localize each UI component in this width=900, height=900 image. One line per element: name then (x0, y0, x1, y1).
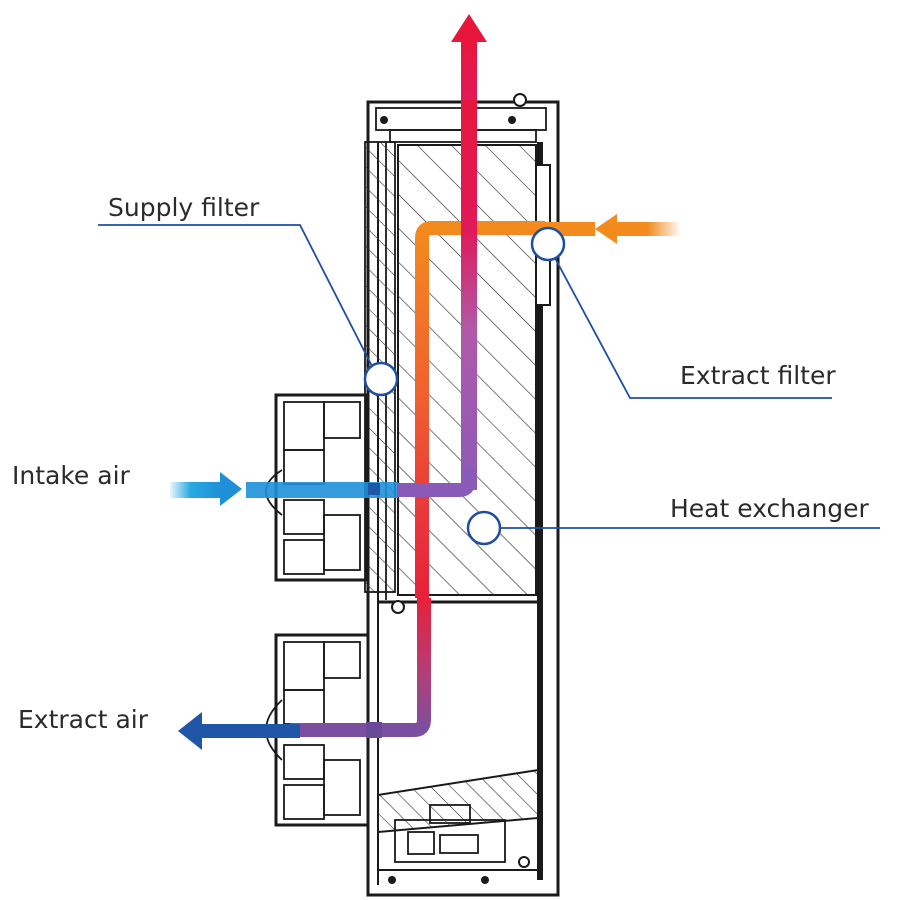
arrow-right-blue-icon (170, 472, 398, 506)
supply-filter-label: Supply filter (108, 193, 260, 222)
extract-filter-leader (547, 244, 832, 399)
heat-exchanger-marker (466, 510, 502, 546)
arrow-left-darkblue-icon (178, 712, 382, 750)
heat-exchanger-label: Heat exchanger (670, 494, 870, 523)
supply-filter-marker (363, 361, 399, 397)
intake-air-label: Intake air (12, 461, 131, 490)
extract-filter-label: Extract filter (680, 361, 836, 390)
supply-air-path (415, 221, 545, 598)
lower-compartment (377, 768, 540, 884)
extract-filter-marker (530, 226, 566, 262)
mixed-air-path (398, 470, 476, 497)
exhaust-air-path (461, 90, 477, 490)
extract-air-path (290, 598, 431, 737)
extract-air-label: Extract air (18, 705, 149, 734)
supply-filter-leader (98, 224, 379, 379)
arrow-up-red-icon (451, 14, 487, 100)
arrow-left-orange-icon (545, 214, 680, 244)
